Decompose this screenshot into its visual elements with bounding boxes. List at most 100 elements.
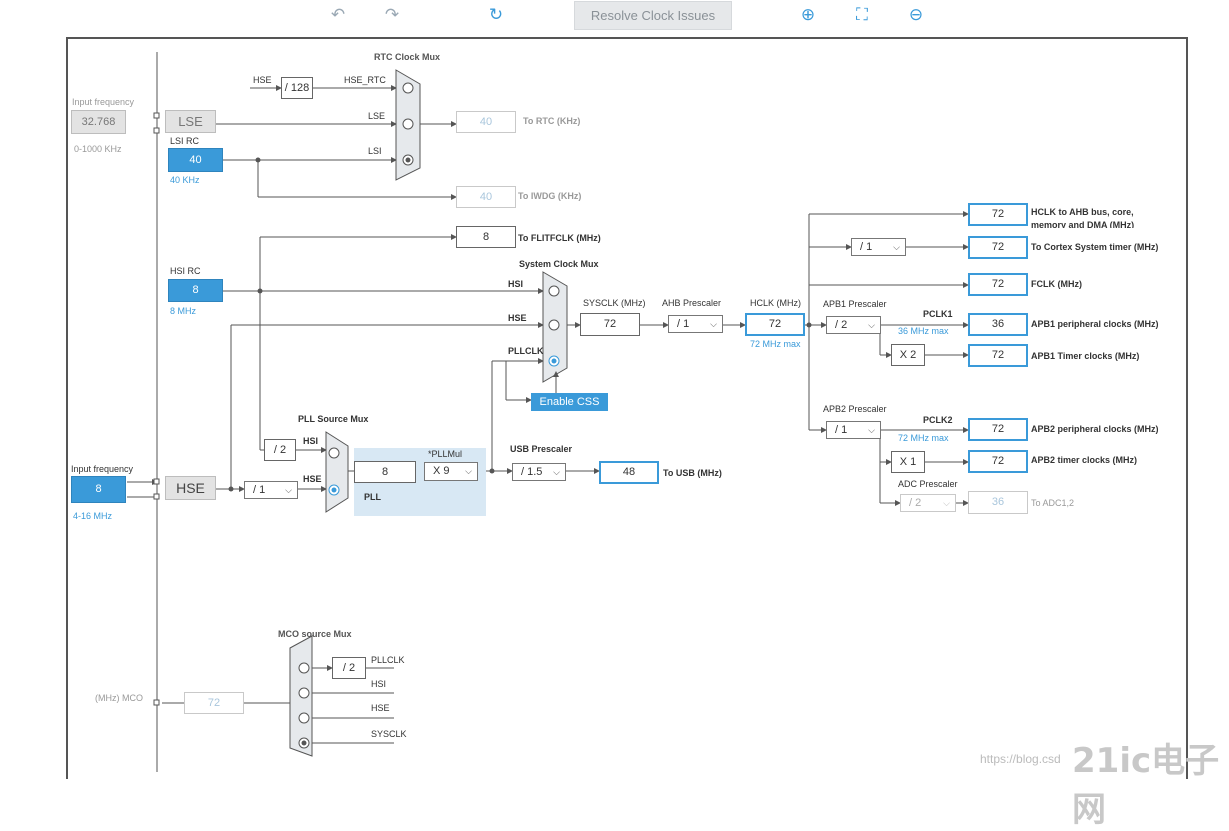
rtc-lsi-label: LSI — [368, 146, 382, 156]
hclk-label: HCLK (MHz) — [750, 298, 801, 308]
hclk-value-field[interactable]: 72 — [745, 313, 805, 336]
hse-input-field[interactable]: 8 — [71, 476, 126, 503]
apb1-timer-mult-box: X 2 — [891, 344, 925, 366]
apb1-prescaler-select[interactable]: / 2 ⌵ — [826, 316, 881, 334]
hsi-unit-label: 8 MHz — [170, 306, 197, 316]
pll-mul-title: *PLLMul — [428, 449, 463, 459]
sysmux-hsi-label: HSI — [508, 279, 524, 289]
fclk-output-box: 72 — [968, 273, 1028, 296]
iwdg-output-box: 40 — [456, 186, 516, 208]
hsi-div2-box: / 2 — [264, 439, 296, 461]
mco-hse-label: HSE — [371, 703, 390, 713]
pll-source-mux-title: PLL Source Mux — [298, 414, 369, 424]
pll-input-value-box: 8 — [354, 461, 416, 483]
apb1-timer-label: APB1 Timer clocks (MHz) — [1031, 351, 1140, 361]
apb1-prescaler-title: APB1 Prescaler — [823, 299, 887, 309]
adc-prescaler-select[interactable]: / 2⌵ — [900, 494, 956, 512]
adc-output-box: 36 — [968, 491, 1028, 514]
hclk-ahb-output-box: 72 — [968, 203, 1028, 226]
apb2-prescaler-title: APB2 Prescaler — [823, 404, 887, 414]
mco-sysclk-label: SYSCLK — [371, 729, 407, 739]
ahb-prescaler-value: / 1 — [677, 318, 690, 330]
resolve-clock-issues-button[interactable]: Resolve Clock Issues — [574, 1, 732, 30]
apb2-timer-mult-box: X 1 — [891, 451, 925, 473]
rtc-lse-label: LSE — [368, 111, 386, 121]
apb2-periph-output-box: 72 — [968, 418, 1028, 441]
fit-icon[interactable]: ⛶ — [856, 5, 868, 25]
rtc-output-box: 40 — [456, 111, 516, 133]
usb-output-label: To USB (MHz) — [663, 468, 722, 478]
usb-output-box: 48 — [599, 461, 659, 484]
pll-mul-select[interactable]: X 9⌵ — [424, 462, 478, 481]
zoom-out-icon[interactable]: ⊖ — [908, 5, 924, 25]
rtc-mux-title: RTC Clock Mux — [374, 52, 441, 62]
ahb-prescaler-select[interactable]: / 1 ⌵ — [668, 315, 723, 333]
mco-output-box: 72 — [184, 692, 244, 714]
system-clock-mux-title: System Clock Mux — [519, 259, 599, 269]
hsi-value-box[interactable]: 8 — [168, 279, 223, 302]
clock-config-canvas — [66, 37, 1188, 779]
flitfclk-output-label: To FLITFCLK (MHz) — [518, 233, 601, 243]
apb2-prescaler-value: / 1 — [835, 424, 848, 436]
undo-icon[interactable]: ↶ — [330, 5, 346, 25]
watermark-logo: 21ic电子网 — [1072, 741, 1220, 830]
chevron-down-icon: ⌵ — [868, 425, 875, 435]
lse-range-label: 0-1000 KHz — [74, 144, 122, 154]
redo-icon[interactable]: ↷ — [384, 5, 400, 25]
pll-mux-hsi-label: HSI — [303, 436, 319, 446]
ahb-prescaler-label: AHB Prescaler — [662, 298, 722, 308]
chevron-down-icon: ⌵ — [710, 319, 717, 329]
sysclk-label: SYSCLK (MHz) — [583, 298, 646, 308]
pll-mux-hse-label: HSE — [303, 474, 322, 484]
lsi-value-box[interactable]: 40 — [168, 148, 223, 172]
chevron-down-icon: ⌵ — [868, 320, 875, 330]
sysmux-pllclk-label: PLLCLK — [508, 346, 544, 356]
hclk-max-label: 72 MHz max — [750, 339, 801, 349]
hsi-title: HSI RC — [170, 266, 201, 276]
pll-label: PLL — [364, 492, 381, 502]
flitfclk-output-box: 8 — [456, 226, 516, 248]
hse-prediv-value: / 1 — [253, 484, 266, 496]
mco-pllclk-label: PLLCLK — [371, 655, 405, 665]
fclk-label: FCLK (MHz) — [1031, 279, 1082, 289]
lse-block[interactable]: LSE — [165, 110, 216, 133]
zoom-in-icon[interactable]: ⊕ — [800, 5, 816, 25]
adc-prescaler-title: ADC Prescaler — [898, 479, 958, 489]
adc-prescaler-value: / 2 — [909, 497, 922, 509]
hse-range-label: 4-16 MHz — [73, 511, 113, 521]
lse-input-field[interactable]: 32.768 — [71, 110, 126, 134]
lsi-title: LSI RC — [170, 136, 200, 146]
apb1-periph-output-box: 36 — [968, 313, 1028, 336]
refresh-icon[interactable]: ↻ — [488, 5, 504, 25]
cortex-timer-div-select[interactable]: / 1⌵ — [851, 238, 906, 256]
pll-mul-value: X 9 — [433, 465, 450, 477]
mco-pll-div-box: / 2 — [332, 657, 366, 679]
apb2-prescaler-select[interactable]: / 1 ⌵ — [826, 421, 881, 439]
rtc-output-label: To RTC (KHz) — [523, 116, 581, 126]
apb1-periph-label: APB1 peripheral clocks (MHz) — [1031, 319, 1159, 329]
apb1-prescaler-value: / 2 — [835, 319, 848, 331]
chevron-down-icon: ⌵ — [553, 467, 560, 477]
apb1-timer-output-box: 72 — [968, 344, 1028, 367]
rtc-hse-label: HSE — [253, 75, 272, 85]
iwdg-output-label: To IWDG (KHz) — [518, 191, 582, 201]
pclk2-label: PCLK2 — [923, 415, 953, 425]
cortex-timer-div-value: / 1 — [860, 241, 873, 253]
apb1-max-label: 36 MHz max — [898, 326, 949, 336]
chevron-down-icon: ⌵ — [285, 485, 292, 495]
rtc-hse-div-box: / 128 — [281, 77, 313, 99]
enable-css-button[interactable]: Enable CSS — [531, 393, 608, 411]
hse-prediv-select[interactable]: / 1 ⌵ — [244, 481, 298, 499]
sysmux-hse-label: HSE — [508, 313, 527, 323]
apb2-timer-label: APB2 timer clocks (MHz) — [1031, 455, 1138, 465]
cortex-timer-label: To Cortex System timer (MHz) — [1031, 242, 1159, 252]
usb-prescaler-value: / 1.5 — [521, 466, 543, 478]
hse-input-frequency-label: Input frequency — [71, 464, 134, 474]
cortex-timer-output-box: 72 — [968, 236, 1028, 259]
rtc-hse-rtc-label: HSE_RTC — [344, 75, 386, 85]
hse-block[interactable]: HSE — [165, 476, 216, 500]
mco-hsi-label: HSI — [371, 679, 387, 689]
watermark-url: https://blog.csd — [980, 752, 1061, 766]
mco-source-mux-title: MCO source Mux — [278, 629, 352, 639]
usb-prescaler-select[interactable]: / 1.5 ⌵ — [512, 463, 566, 481]
